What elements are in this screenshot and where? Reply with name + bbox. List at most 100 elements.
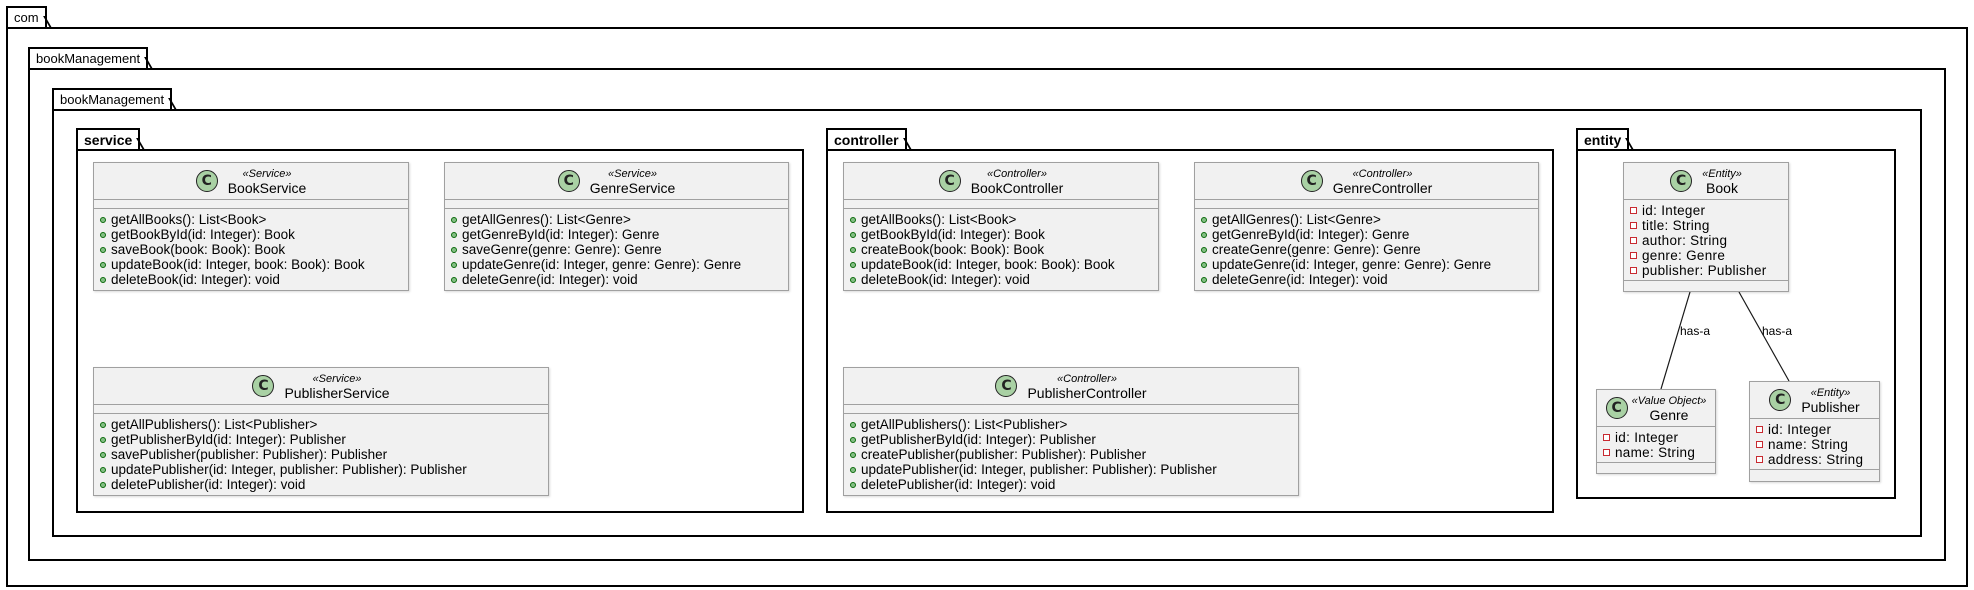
private-field-icon [1756, 456, 1763, 463]
fields-compartment [1195, 200, 1538, 209]
method-text: saveBook(book: Book): Book [111, 242, 286, 257]
class-publisher[interactable]: C «Entity» Publisher id: Integer name: S… [1749, 381, 1880, 482]
method-text: updateGenre(id: Integer, genre: Genre): … [462, 257, 742, 272]
method-item: deleteGenre(id: Integer): void [1201, 272, 1538, 287]
public-method-icon [850, 466, 856, 473]
field-text: id: Integer [1768, 422, 1832, 437]
method-text: updatePublisher(id: Integer, publisher: … [111, 462, 467, 477]
method-text: deletePublisher(id: Integer): void [111, 477, 306, 492]
method-text: deletePublisher(id: Integer): void [861, 477, 1056, 492]
method-text: getGenreById(id: Integer): Genre [1212, 227, 1410, 242]
method-text: getAllGenres(): List<Genre> [1212, 212, 1381, 227]
method-text: deleteGenre(id: Integer): void [1212, 272, 1388, 287]
method-item: saveGenre(genre: Genre): Genre [451, 242, 788, 257]
method-item: getPublisherById(id: Integer): Publisher [100, 432, 548, 447]
methods-compartment: getAllPublishers(): List<Publisher> getP… [844, 414, 1298, 494]
class-book[interactable]: C «Entity» Book id: Integer title: Strin… [1623, 162, 1789, 292]
package-service [76, 149, 804, 513]
class-genre-controller[interactable]: C «Controller» GenreController getAllGen… [1194, 162, 1539, 291]
method-text: getAllBooks(): List<Book> [861, 212, 1017, 227]
class-genre-service[interactable]: C «Service» GenreService getAllGenres():… [444, 162, 789, 291]
package-bookmanagement-outer [28, 68, 1946, 561]
private-field-icon [1603, 449, 1610, 456]
class-stereotype: «Service» [608, 168, 657, 180]
package-controller [826, 149, 1554, 513]
method-item: getBookById(id: Integer): Book [850, 227, 1158, 242]
public-method-icon [100, 421, 106, 428]
field-text: id: Integer [1615, 430, 1679, 445]
field-item: publisher: Publisher [1630, 263, 1788, 278]
class-genre[interactable]: C «Value Object» Genre id: Integer name:… [1596, 389, 1716, 474]
field-text: genre: Genre [1642, 248, 1726, 263]
public-method-icon [1201, 276, 1207, 283]
class-stereotype: «Controller» [987, 168, 1047, 180]
methods-compartment: getAllBooks(): List<Book> getBookById(id… [94, 209, 408, 289]
methods-compartment: getAllPublishers(): List<Publisher> getP… [94, 414, 548, 494]
public-method-icon [850, 276, 856, 283]
relation-label-book-genre: has-a [1680, 324, 1711, 338]
methods-compartment: getAllGenres(): List<Genre> getGenreById… [445, 209, 788, 289]
class-name: Book [1706, 180, 1738, 196]
method-item: deletePublisher(id: Integer): void [850, 477, 1298, 492]
method-text: updatePublisher(id: Integer, publisher: … [861, 462, 1217, 477]
method-item: createGenre(genre: Genre): Genre [1201, 242, 1538, 257]
method-text: getAllBooks(): List<Book> [111, 212, 267, 227]
methods-compartment: getAllBooks(): List<Book> getBookById(id… [844, 209, 1158, 289]
class-stereotype: «Entity» [1810, 387, 1851, 399]
private-field-icon [1630, 267, 1637, 274]
class-header: C «Service» GenreService [445, 163, 788, 200]
class-name: PublisherController [1027, 385, 1147, 401]
method-text: createBook(book: Book): Book [861, 242, 1045, 257]
package-label-entity: entity [1584, 132, 1622, 148]
private-field-icon [1603, 434, 1610, 441]
method-item: getAllPublishers(): List<Publisher> [100, 417, 548, 432]
method-item: deletePublisher(id: Integer): void [100, 477, 548, 492]
method-text: getGenreById(id: Integer): Genre [462, 227, 660, 242]
public-method-icon [451, 246, 457, 253]
method-text: deleteBook(id: Integer): void [111, 272, 280, 287]
class-book-service[interactable]: C «Service» BookService getAllBooks(): L… [93, 162, 409, 291]
private-field-icon [1630, 252, 1637, 259]
class-header: C «Entity» Book [1624, 163, 1788, 200]
class-stereotype: «Controller» [1057, 373, 1117, 385]
fields-compartment: id: Integer title: String author: String… [1624, 200, 1788, 281]
method-item: getAllGenres(): List<Genre> [451, 212, 788, 227]
private-field-icon [1756, 441, 1763, 448]
method-item: deleteBook(id: Integer): void [100, 272, 408, 287]
method-text: getPublisherById(id: Integer): Publisher [111, 432, 346, 447]
method-item: updateGenre(id: Integer, genre: Genre): … [1201, 257, 1538, 272]
class-stereotype: «Service» [242, 168, 292, 180]
class-stereotype: «Value Object» [1631, 395, 1707, 407]
methods-compartment [1624, 281, 1788, 287]
private-field-icon [1630, 237, 1637, 244]
class-publisher-controller[interactable]: C «Controller» PublisherController getAl… [843, 367, 1299, 496]
field-text: id: Integer [1642, 203, 1706, 218]
class-header: C «Service» BookService [94, 163, 408, 200]
relation-label-book-publisher: has-a [1762, 324, 1793, 338]
public-method-icon [100, 246, 106, 253]
package-entity [1576, 149, 1896, 499]
class-icon: C [938, 170, 961, 192]
public-method-icon [451, 216, 457, 223]
method-item: savePublisher(publisher: Publisher): Pub… [100, 447, 548, 462]
class-icon: C [195, 170, 218, 192]
public-method-icon [100, 466, 106, 473]
method-text: deleteGenre(id: Integer): void [462, 272, 638, 287]
method-text: savePublisher(publisher: Publisher): Pub… [111, 447, 388, 462]
public-method-icon [100, 451, 106, 458]
class-book-controller[interactable]: C «Controller» BookController getAllBook… [843, 162, 1159, 291]
class-name: GenreController [1332, 180, 1433, 196]
fields-compartment [844, 405, 1298, 414]
public-method-icon [100, 261, 106, 268]
public-method-icon [100, 216, 106, 223]
field-text: publisher: Publisher [1642, 263, 1767, 278]
class-name: BookService [227, 180, 307, 196]
method-item: updatePublisher(id: Integer, publisher: … [850, 462, 1298, 477]
class-name: PublisherService [284, 385, 390, 401]
class-header: C «Entity» Publisher [1750, 382, 1879, 419]
class-icon: C [995, 375, 1018, 397]
package-label-service: service [84, 132, 133, 148]
class-publisher-service[interactable]: C «Service» PublisherService getAllPubli… [93, 367, 549, 496]
method-item: saveBook(book: Book): Book [100, 242, 408, 257]
